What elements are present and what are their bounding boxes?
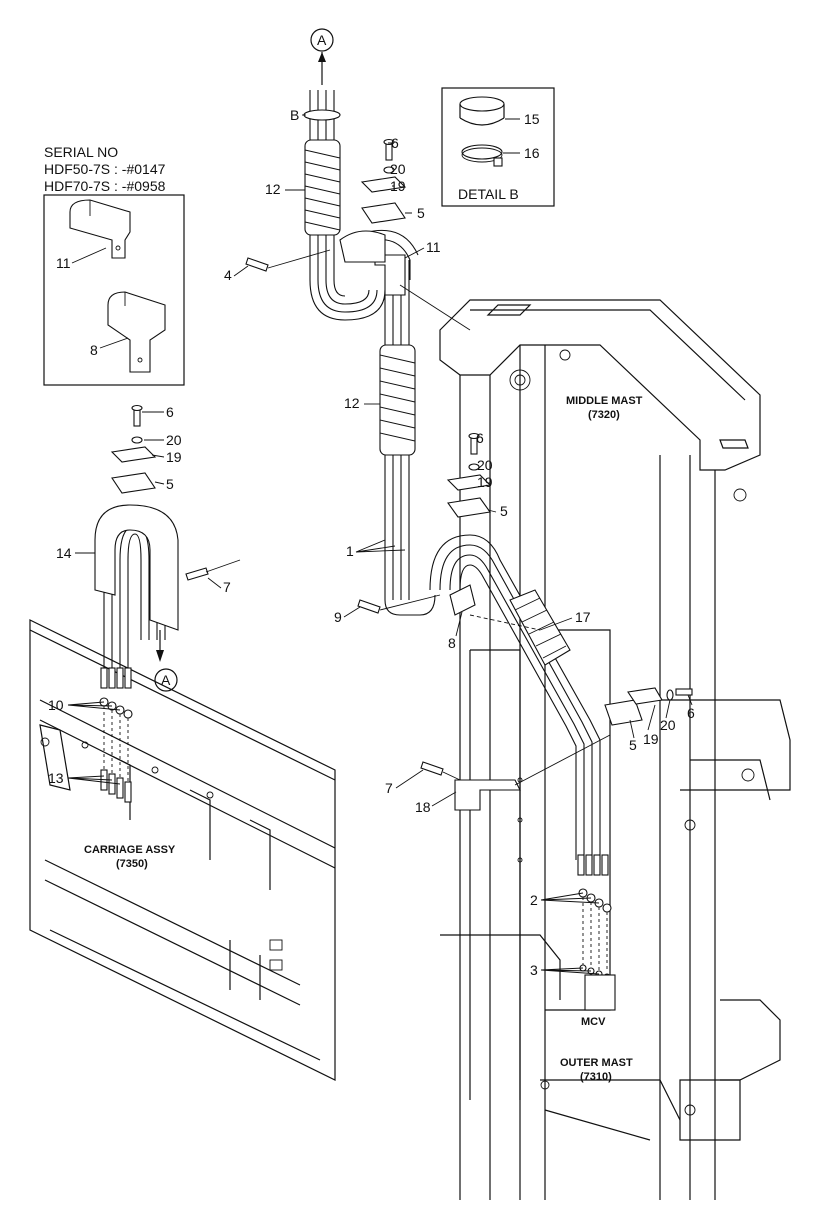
detail-b-inset: DETAIL B — [441, 87, 555, 207]
serial-line-2: HDF70-7S : -#0958 — [44, 178, 166, 194]
callout-18: 18 — [415, 799, 431, 815]
detail-b-frame — [441, 87, 555, 207]
serial-line-1: HDF50-7S : -#0147 — [44, 161, 166, 177]
callout-8-inset: 8 — [90, 342, 98, 358]
callout-5-left: 5 — [166, 476, 174, 492]
callout-group: 6 20 19 5 11 12 4 12 6 20 19 5 1 9 8 17 … — [48, 111, 695, 978]
lower-hose-assembly — [429, 534, 616, 1011]
callout-16: 16 — [524, 145, 540, 161]
spiral-guard-middle — [379, 344, 416, 456]
callout-19-middle: 19 — [477, 474, 493, 490]
carriage-assy-label: CARRIAGE ASSY — [84, 844, 176, 856]
inset-bracket-8 — [107, 291, 166, 373]
callout-7-main: 7 — [385, 780, 393, 796]
inset-bracket-11 — [69, 199, 131, 259]
callout-5-right: 5 — [629, 737, 637, 753]
spiral-guard-lower — [509, 589, 571, 666]
callout-20-upper: 20 — [390, 161, 406, 177]
callout-19-upper: 19 — [390, 178, 406, 194]
protector-sleeve-15 — [459, 96, 505, 126]
carriage-assy-code: (7350) — [116, 858, 148, 870]
callout-14: 14 — [56, 545, 72, 561]
outer-mast-drawing — [440, 629, 791, 1141]
callout-6-left: 6 — [166, 404, 174, 420]
mcv-block — [584, 974, 616, 1011]
callout-20-right: 20 — [660, 717, 676, 733]
callout-6-right: 6 — [687, 705, 695, 721]
hose-protector-ring — [303, 109, 341, 121]
callout-5-middle: 5 — [500, 503, 508, 519]
middle-mast-label: MIDDLE MAST — [566, 395, 643, 407]
callout-15: 15 — [524, 111, 540, 127]
callout-10: 10 — [48, 697, 64, 713]
hardware-stack-right — [604, 687, 693, 726]
callout-13: 13 — [48, 770, 64, 786]
spiral-guard-upper — [304, 139, 341, 236]
callout-11-main: 11 — [426, 239, 441, 255]
callout-3: 3 — [530, 962, 538, 978]
callout-12-upper: 12 — [265, 181, 281, 197]
mcv-label: MCV — [581, 1016, 606, 1028]
ref-a-bottom: A — [154, 668, 178, 692]
callout-2: 2 — [530, 892, 538, 908]
callout-12-middle: 12 — [344, 395, 360, 411]
callout-8-main: 8 — [448, 635, 456, 651]
bolts-4-7-9 — [185, 249, 461, 781]
ref-b-label: B — [290, 107, 299, 123]
callout-20-middle: 20 — [477, 457, 493, 473]
ref-a-top: A — [310, 28, 334, 85]
serial-inset-frame — [43, 194, 185, 386]
hardware-stack-middle — [446, 432, 492, 518]
callout-6-upper: 6 — [391, 135, 399, 151]
carriage-hose-assembly — [94, 504, 179, 803]
callout-11-inset: 11 — [56, 255, 71, 271]
outer-mast-code: (7310) — [580, 1071, 612, 1083]
callout-17: 17 — [575, 609, 591, 625]
detail-b-title: DETAIL B — [458, 186, 519, 202]
hose-bracket-lower — [449, 584, 476, 616]
callout-1: 1 — [346, 543, 354, 559]
middle-mast-code: (7320) — [588, 409, 620, 421]
hose-bracket-upper — [339, 230, 406, 296]
callout-19-left: 19 — [166, 449, 182, 465]
upper-hose-assembly — [303, 90, 471, 616]
callout-4: 4 — [224, 267, 232, 283]
callout-5-upper: 5 — [417, 205, 425, 221]
hose-cover-14 — [94, 504, 179, 631]
callout-6-middle: 6 — [476, 430, 484, 446]
callout-20-left: 20 — [166, 432, 182, 448]
ref-a-bottom-label: A — [161, 672, 171, 688]
outer-mast-label: OUTER MAST — [560, 1057, 633, 1069]
callout-7-left: 7 — [223, 579, 231, 595]
carriage-assembly-drawing — [29, 619, 336, 1081]
serial-inset: SERIAL NO HDF50-7S : -#0147 HDF70-7S : -… — [43, 144, 185, 386]
hose-bracket-18 — [454, 779, 521, 811]
callout-19-right: 19 — [643, 731, 659, 747]
ref-a-top-label: A — [317, 32, 327, 48]
serial-heading: SERIAL NO — [44, 144, 118, 160]
hardware-stack-upper — [360, 138, 407, 224]
hardware-stack-left — [110, 404, 157, 494]
hose-clamp-16 — [461, 144, 503, 167]
callout-9: 9 — [334, 609, 342, 625]
